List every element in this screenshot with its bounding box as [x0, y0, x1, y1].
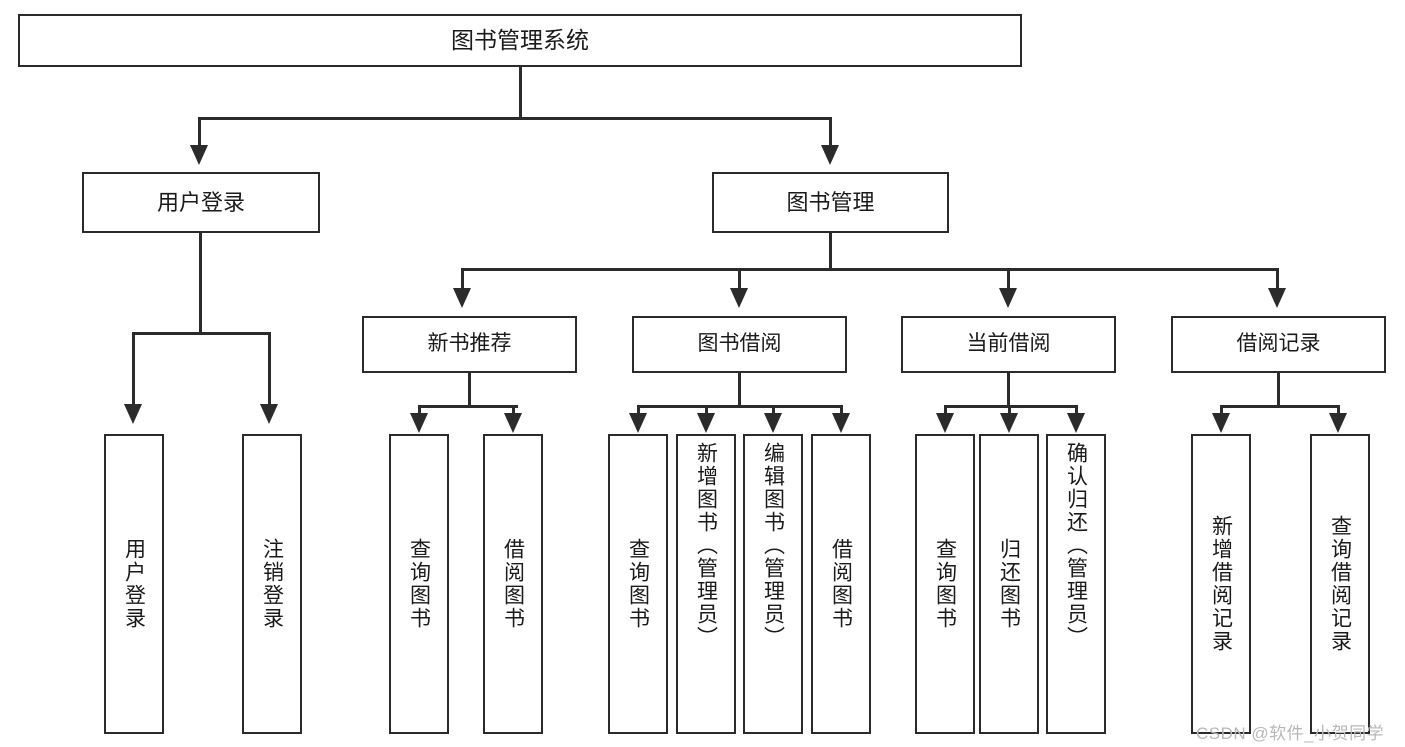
node-leaf-return-book[interactable]: 归还图书	[979, 434, 1039, 734]
arrowhead-leaf-confirm-return	[1067, 413, 1085, 433]
arrowhead-leaf-query-record	[1329, 413, 1347, 433]
node-label: 新书推荐	[427, 332, 512, 356]
node-label: 确认归还（管理员）	[1064, 442, 1088, 649]
connector-current-borrow-drop-3	[1075, 405, 1078, 419]
connector-root-to-user-login	[198, 117, 201, 147]
node-label: 借阅图书	[501, 538, 525, 630]
csdn-watermark: CSDN @软件_小贺同学	[1196, 724, 1385, 743]
node-label: 编辑图书（管理员）	[761, 442, 785, 649]
node-label: 查询图书	[626, 538, 650, 630]
arrowhead-book-borrow	[730, 288, 748, 308]
arrowhead-leaf-borrow-book-2	[832, 413, 850, 433]
node-label: 新增图书（管理员）	[694, 442, 718, 649]
node-leaf-borrow-book-1[interactable]: 借阅图书	[483, 434, 543, 734]
node-current-borrow[interactable]: 当前借阅	[901, 316, 1116, 373]
node-label: 归还图书	[997, 538, 1021, 630]
arrowhead-leaf-return-book	[1000, 413, 1018, 433]
node-leaf-edit-book[interactable]: 编辑图书（管理员）	[743, 434, 803, 734]
connector-new-book-rec-bar	[418, 405, 518, 408]
node-label: 查询图书	[933, 538, 957, 630]
node-label: 用户登录	[122, 538, 146, 630]
node-leaf-query-book-2[interactable]: 查询图书	[608, 434, 668, 734]
node-leaf-user-logout[interactable]: 注销登录	[242, 434, 302, 734]
connector-user-login-stem	[199, 233, 202, 334]
node-leaf-confirm-return[interactable]: 确认归还（管理员）	[1046, 434, 1106, 734]
node-new-book-rec[interactable]: 新书推荐	[362, 316, 577, 373]
arrowhead-user-login	[190, 145, 208, 165]
connector-user-login-drop-1	[132, 332, 135, 405]
connector-new-book-rec-drop-1	[418, 405, 421, 419]
node-leaf-add-record[interactable]: 新增借阅记录	[1191, 434, 1251, 734]
connector-book-borrow-drop-4	[840, 405, 843, 419]
connector-new-book-rec-drop-2	[512, 405, 515, 419]
arrowhead-leaf-add-book	[697, 413, 715, 433]
connector-to-current-borrow	[1007, 268, 1010, 290]
connector-root-stem	[519, 67, 522, 119]
connector-borrow-record-drop-2	[1337, 405, 1340, 419]
node-label: 图书借阅	[697, 332, 782, 356]
arrowhead-leaf-query-book-1	[410, 413, 428, 433]
connector-borrow-record-stem	[1277, 373, 1280, 407]
connector-book-borrow-bar	[637, 405, 843, 408]
connector-user-login-drop-2	[268, 332, 271, 405]
connector-root-to-book-manage	[829, 117, 832, 147]
connector-current-borrow-bar	[944, 405, 1078, 408]
connector-book-borrow-drop-2	[705, 405, 708, 419]
arrowhead-leaf-edit-book	[764, 413, 782, 433]
node-leaf-user-login[interactable]: 用户登录	[104, 434, 164, 734]
connector-book-borrow-drop-1	[637, 405, 640, 419]
node-user-login[interactable]: 用户登录	[82, 172, 320, 233]
node-leaf-query-record[interactable]: 查询借阅记录	[1310, 434, 1370, 734]
arrowhead-new-book-rec	[453, 288, 471, 308]
node-leaf-borrow-book-2[interactable]: 借阅图书	[811, 434, 871, 734]
connector-book-borrow-stem	[738, 373, 741, 407]
arrowhead-book-manage	[821, 145, 839, 165]
node-label: 图书管理系统	[451, 27, 589, 54]
node-leaf-query-book-1[interactable]: 查询图书	[389, 434, 449, 734]
connector-to-borrow-record	[1276, 268, 1279, 290]
arrowhead-borrow-record	[1268, 288, 1286, 308]
arrowhead-leaf-add-record	[1212, 413, 1230, 433]
node-book-borrow[interactable]: 图书借阅	[632, 316, 847, 373]
node-label: 新增借阅记录	[1209, 515, 1233, 653]
node-label: 借阅记录	[1236, 332, 1321, 356]
node-label: 注销登录	[260, 538, 284, 630]
node-label: 查询借阅记录	[1328, 515, 1352, 653]
node-label: 当前借阅	[966, 332, 1051, 356]
connector-user-login-bar	[132, 332, 270, 335]
arrowhead-leaf-borrow-book-1	[504, 413, 522, 433]
node-book-manage[interactable]: 图书管理	[712, 172, 949, 233]
arrowhead-leaf-user-login	[124, 404, 142, 424]
node-leaf-query-book-3[interactable]: 查询图书	[915, 434, 975, 734]
connector-current-borrow-drop-2	[1008, 405, 1011, 419]
node-label: 图书管理	[786, 189, 875, 215]
arrowhead-current-borrow	[999, 288, 1017, 308]
node-label: 借阅图书	[829, 538, 853, 630]
node-label: 用户登录	[156, 189, 245, 215]
connector-book-manage-stem	[829, 233, 832, 270]
connector-borrow-record-drop-1	[1220, 405, 1223, 419]
node-root-system[interactable]: 图书管理系统	[18, 14, 1022, 67]
node-label: 查询图书	[407, 538, 431, 630]
connector-borrow-record-bar	[1220, 405, 1340, 408]
connector-new-book-rec-stem	[468, 373, 471, 407]
connector-to-book-borrow	[738, 268, 741, 290]
node-borrow-record[interactable]: 借阅记录	[1171, 316, 1386, 373]
arrowhead-leaf-user-logout	[260, 404, 278, 424]
arrowhead-leaf-query-book-2	[629, 413, 647, 433]
connector-current-borrow-drop-1	[944, 405, 947, 419]
connector-to-new-book-rec	[461, 268, 464, 290]
arrowhead-leaf-query-book-3	[936, 413, 954, 433]
connector-root-bar	[198, 117, 832, 120]
connector-book-manage-bar	[461, 268, 1279, 271]
connector-current-borrow-stem	[1007, 373, 1010, 407]
node-leaf-add-book[interactable]: 新增图书（管理员）	[676, 434, 736, 734]
connector-book-borrow-drop-3	[772, 405, 775, 419]
